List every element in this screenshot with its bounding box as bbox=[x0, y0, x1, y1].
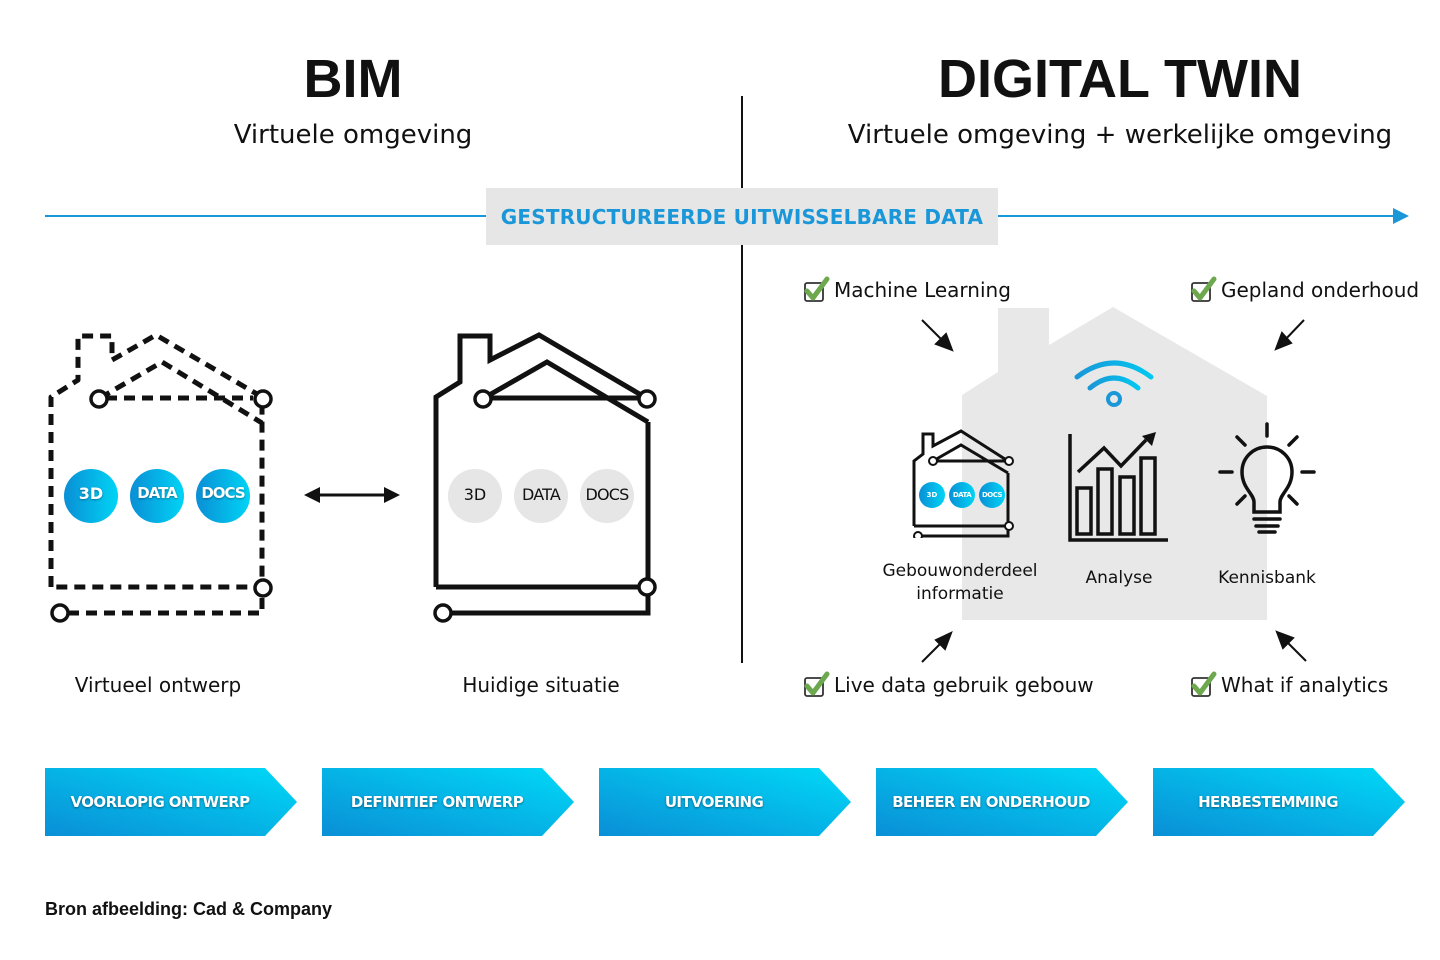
arrow-live-icon bbox=[921, 639, 945, 663]
arrow-gepland-head-icon bbox=[1274, 331, 1293, 351]
bubble-docs-icon bbox=[196, 469, 250, 523]
mini-bubble-3d-label: 3D bbox=[926, 491, 938, 499]
phase-chevron-icon bbox=[876, 768, 1128, 836]
arrow-whatif-head-icon bbox=[1275, 630, 1295, 650]
center-label-line2: informatie bbox=[916, 584, 1004, 604]
bubble-3d-icon bbox=[64, 469, 118, 523]
bubble-3d-icon bbox=[448, 469, 502, 523]
arrow-whatif-icon bbox=[1283, 638, 1307, 662]
mini-bubble-data-label: DATA bbox=[952, 491, 972, 499]
bubble-data-label: DATA bbox=[521, 485, 561, 504]
feature-label: What if analytics bbox=[1221, 673, 1389, 697]
bubble-docs-label: DOCS bbox=[201, 484, 245, 502]
digital-twin-subtitle: Virtuele omgeving + werkelijke omgeving bbox=[847, 120, 1393, 150]
section-divider-bottom bbox=[741, 245, 743, 663]
bubble-3d-label: 3D bbox=[78, 484, 104, 503]
bubble-data-icon bbox=[130, 469, 184, 523]
arrow-live-head-icon bbox=[934, 631, 953, 651]
feature-live-data: Live data gebruik gebouw bbox=[802, 671, 1094, 699]
phase-label: VOORLOPIG ONTWERP bbox=[70, 793, 251, 811]
mini-bubble-docs-label: DOCS bbox=[981, 491, 1003, 499]
feature-label: Live data gebruik gebouw bbox=[834, 673, 1094, 697]
virtual-design-caption: Virtueel ontwerp bbox=[74, 673, 242, 697]
center-label-analyse: Analyse bbox=[1085, 568, 1153, 588]
feature-machine-learning: Machine Learning bbox=[802, 276, 1011, 304]
feature-gepland-onderhoud: Gepland onderhoud bbox=[1189, 276, 1419, 304]
feature-label: Machine Learning bbox=[834, 278, 1011, 302]
bubble-docs-label: DOCS bbox=[585, 485, 629, 504]
phase-label: DEFINITIEF ONTWERP bbox=[350, 793, 524, 811]
bubble-3d-label: 3D bbox=[463, 485, 487, 504]
wifi-icon bbox=[1074, 360, 1154, 407]
phase-chevron-icon bbox=[45, 768, 297, 836]
arrow-ml-head-icon bbox=[934, 332, 954, 352]
feature-what-if-analytics: What if analytics bbox=[1189, 671, 1388, 699]
bim-title: BIM bbox=[303, 49, 403, 109]
feature-label: Gepland onderhoud bbox=[1221, 278, 1420, 302]
lightbulb-icon bbox=[1218, 422, 1316, 534]
virtual-design-house-icon bbox=[48, 332, 273, 623]
bubble-data-icon bbox=[514, 469, 568, 523]
current-bubbles: 3D DATA DOCS bbox=[448, 468, 648, 524]
checkbox-checked-icon bbox=[1191, 671, 1217, 697]
phase-chevron-icon bbox=[1153, 768, 1405, 836]
phase-label: BEHEER EN ONDERHOUD bbox=[892, 793, 1090, 811]
bim-subtitle: Virtuele omgeving bbox=[233, 120, 473, 150]
bubble-docs-icon bbox=[580, 469, 634, 523]
data-band: GESTRUCTUREERDE UITWISSELBARE DATA bbox=[486, 188, 998, 245]
checkbox-checked-icon bbox=[804, 671, 830, 697]
current-situation-caption: Huidige situatie bbox=[462, 673, 620, 697]
current-situation-house-icon bbox=[433, 332, 657, 623]
virtual-bubbles: 3D DATA DOCS bbox=[64, 468, 264, 524]
center-label-line1: Gebouwonderdeel bbox=[882, 561, 1038, 581]
phase-label: HERBESTEMMING bbox=[1198, 793, 1338, 811]
data-band-label: GESTRUCTUREERDE UITWISSELBARE DATA bbox=[500, 204, 984, 229]
digital-twin-house-background bbox=[962, 307, 1267, 620]
image-credit: Bron afbeelding: Cad & Company bbox=[45, 899, 333, 919]
digital-twin-title: DIGITAL TWIN bbox=[938, 49, 1302, 109]
section-divider-top bbox=[741, 96, 743, 188]
double-arrow-icon bbox=[304, 487, 400, 503]
phase-chevron-icon bbox=[322, 768, 574, 836]
arrow-gepland-icon bbox=[1282, 319, 1305, 343]
phase-label: UITVOERING bbox=[664, 793, 764, 811]
house-data-bubbles: 3D DATA DOCS bbox=[919, 489, 1009, 503]
checkbox-checked-icon bbox=[804, 276, 830, 302]
arrow-ml-icon bbox=[921, 319, 946, 344]
center-label-kennisbank: Kennisbank bbox=[1218, 568, 1316, 588]
phase-chevron-icon bbox=[599, 768, 851, 836]
bubble-data-label: DATA bbox=[137, 484, 178, 502]
data-timeline-arrow bbox=[45, 208, 1409, 224]
center-label-gebouwonderdeel: Gebouwonderdeel informatie bbox=[872, 560, 1048, 606]
checkbox-checked-icon bbox=[1191, 276, 1217, 302]
bar-chart-icon bbox=[1068, 432, 1168, 542]
house-data-icon bbox=[912, 429, 1014, 538]
